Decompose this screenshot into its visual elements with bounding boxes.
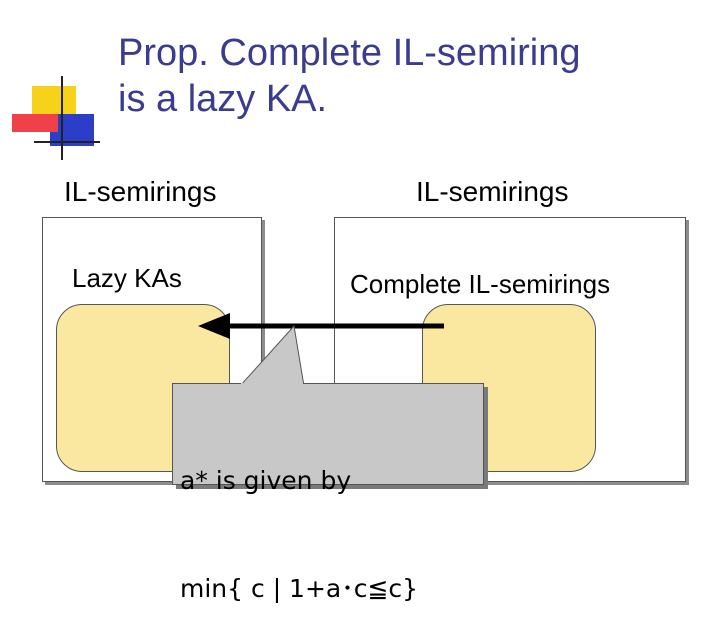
decorative-logo — [0, 70, 110, 170]
callout-pointer-cover — [241, 383, 303, 387]
right-inner-label: Complete IL-semirings — [350, 269, 611, 299]
callout-box — [172, 383, 484, 485]
logo-squares-icon — [12, 76, 100, 160]
left-panel-heading: IL-semirings — [64, 176, 217, 207]
callout-line-2: min{ c | 1+a･c≦c} — [180, 574, 419, 603]
slide-title: Prop. Complete IL-semiring is a lazy KA. — [118, 32, 581, 120]
callout-text: a* is given by min{ c | 1+a･c≦c} — [180, 391, 480, 643]
left-inner-label: Lazy KAs — [72, 263, 182, 293]
callout-line-1: a* is given by — [180, 466, 352, 495]
right-panel-heading: IL-semirings — [416, 176, 569, 207]
